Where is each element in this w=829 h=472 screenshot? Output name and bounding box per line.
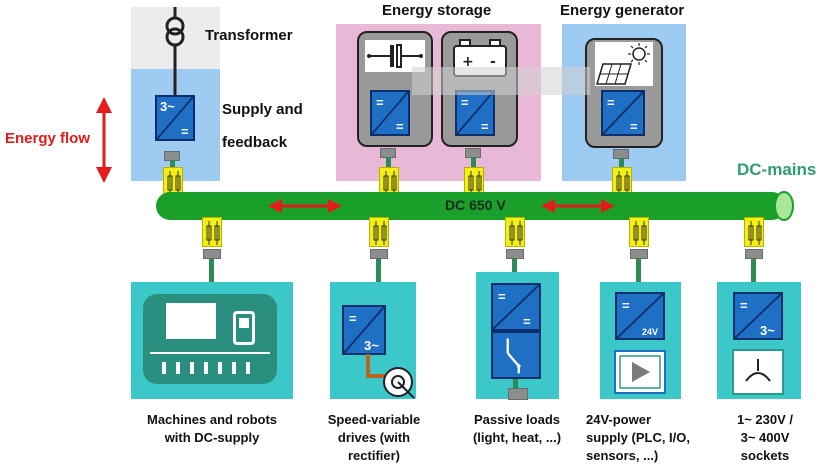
amplifier-icon xyxy=(614,350,666,394)
drives-plug xyxy=(370,249,388,259)
faint-toolbar-overlay xyxy=(412,67,590,95)
passive-converter: = = xyxy=(491,283,541,331)
supply-label-line2: feedback xyxy=(222,134,288,151)
power-supply-plug xyxy=(630,249,648,259)
machine-device-icon xyxy=(233,311,255,345)
battery-stem xyxy=(471,157,476,168)
energy-generator-title: Energy generator xyxy=(560,2,685,19)
solar-panel-icon xyxy=(595,42,653,86)
svg-text:+: + xyxy=(462,54,474,70)
power-supply-stem xyxy=(636,259,641,282)
svg-text:-: - xyxy=(490,54,496,70)
flow-arrow-left xyxy=(268,199,342,213)
drives-converter: = 3~ xyxy=(342,305,386,355)
flow-arrow-right xyxy=(541,199,615,213)
bus-voltage-label: DC 650 V xyxy=(445,197,506,213)
sockets-label: 1~ 230V / 3~ 400V sockets xyxy=(736,412,794,463)
transformer-label: Transformer xyxy=(205,27,293,44)
energy-storage-title: Energy storage xyxy=(382,2,492,19)
capacitor-converter: = = xyxy=(370,90,410,136)
capacitor-bus-clamp xyxy=(379,167,399,197)
battery-bus-clamp xyxy=(464,167,484,197)
capacitor-stem xyxy=(386,157,391,168)
supply-stem xyxy=(170,160,175,168)
transformer-icon xyxy=(165,7,185,97)
dc-mains-label: DC-mains xyxy=(737,160,817,179)
motor-icon xyxy=(366,354,415,399)
sockets-bus-clamp xyxy=(744,217,764,247)
supply-label-line1: Supply and xyxy=(222,101,303,118)
supply-converter: 3~ = xyxy=(155,95,195,141)
machines-plug xyxy=(203,249,221,259)
power-supply-converter: = 24V xyxy=(615,292,665,340)
machine-divider xyxy=(150,352,270,354)
machine-vent-icon xyxy=(162,362,250,374)
energy-flow-label: Energy flow xyxy=(5,130,91,147)
passive-stem xyxy=(512,259,517,272)
energy-flow-vertical-arrow xyxy=(96,97,112,183)
passive-load-plug xyxy=(508,388,528,400)
machines-bus-clamp xyxy=(202,217,222,247)
passive-bus-clamp xyxy=(505,217,525,247)
machine-device-screen xyxy=(239,318,249,328)
sockets-plug xyxy=(745,249,763,259)
passive-plug xyxy=(506,249,524,259)
machine-screen-icon xyxy=(166,303,216,339)
power-supply-label: 24V-power supply (PLC, I/O, sensors, ...… xyxy=(586,412,691,463)
drives-label: Speed-variable drives (with rectifier) xyxy=(327,412,421,463)
dc-bus xyxy=(156,191,794,221)
solar-converter: = = xyxy=(601,90,645,136)
solar-bus-clamp xyxy=(612,167,632,197)
socket-icon xyxy=(732,349,784,395)
capacitor-icon xyxy=(365,40,425,72)
supply-bus-clamp xyxy=(163,167,183,197)
passive-loads-label: Passive loads (light, heat, ...) xyxy=(472,412,562,445)
battery-converter: = = xyxy=(455,90,495,136)
sockets-stem xyxy=(751,259,756,282)
passive-switch-box xyxy=(491,331,541,379)
sockets-converter: = 3~ xyxy=(733,292,783,340)
machines-label: Machines and robots with DC-supply xyxy=(146,412,278,445)
passive-load-stem xyxy=(513,379,518,389)
solar-stem xyxy=(619,158,624,168)
drives-stem xyxy=(376,259,381,282)
drives-bus-clamp xyxy=(369,217,389,247)
machines-stem xyxy=(209,259,214,282)
power-supply-bus-clamp xyxy=(629,217,649,247)
